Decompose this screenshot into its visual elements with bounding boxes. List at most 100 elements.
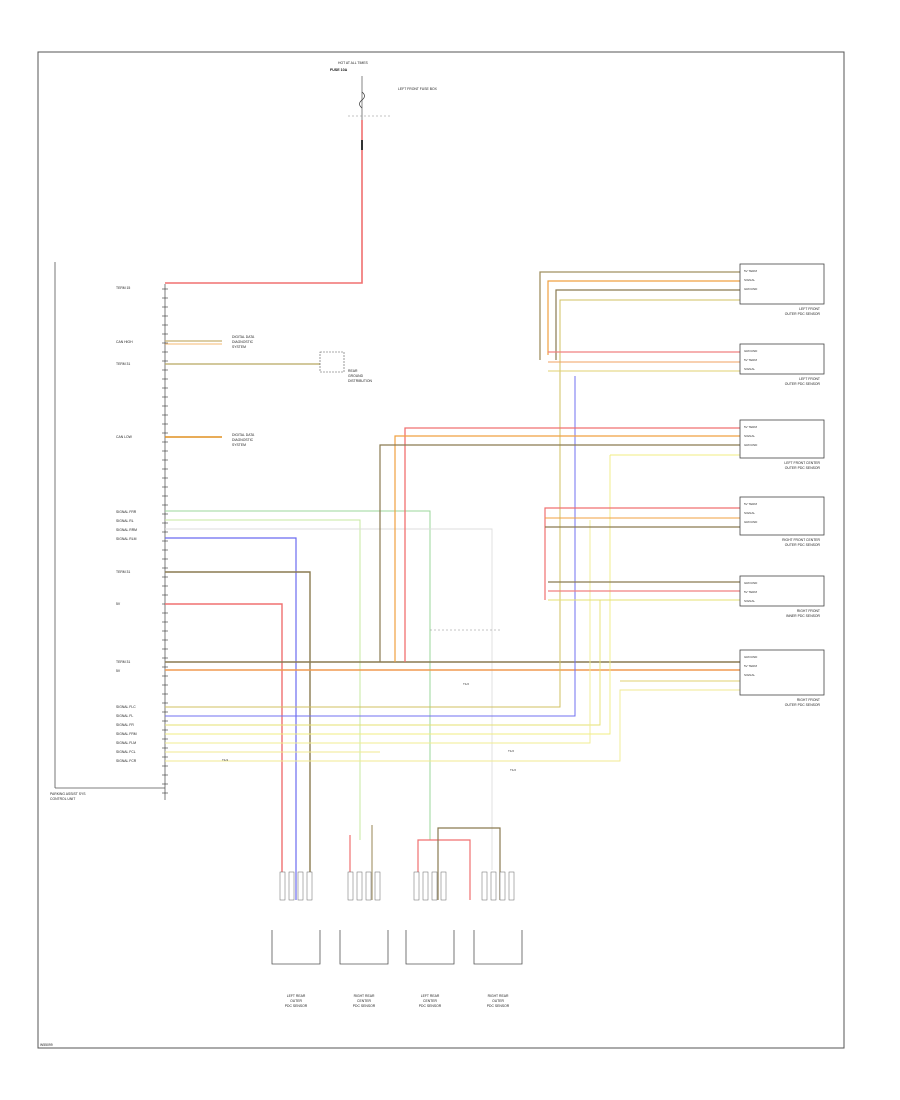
control-unit: PARKING ASSIST SYS CONTROL UNIT TERM 15C… xyxy=(50,262,168,801)
rear-sensor-title: RIGHT REAR xyxy=(354,994,375,998)
rear-sensor-lead xyxy=(413,871,420,901)
sensor-pin-label: 5V TERM xyxy=(744,664,757,668)
sensor-subtitle: OUTER PDC SENSOR xyxy=(785,703,821,707)
rear-sensor-bracket xyxy=(339,930,389,965)
fuse-label-2: FUSE 10A xyxy=(330,68,348,72)
pin-label: SIGNAL FCR xyxy=(116,759,137,763)
pin-label: SIGNAL FLC xyxy=(116,705,136,709)
rear-sensor-lead xyxy=(422,871,429,901)
pin-label: SIGNAL FRM xyxy=(116,732,137,736)
pin-label: TERM 15 xyxy=(116,286,130,290)
sensor-pin-label: SIGNAL xyxy=(744,278,755,282)
sensor-box xyxy=(739,496,825,536)
sensor-subtitle: OUTER PDC SENSOR xyxy=(785,382,821,386)
rear-sensor-pos: CENTER xyxy=(423,999,437,1003)
fuse-label-sub: LEFT FRONT FUSE BOX xyxy=(398,87,438,91)
fuse-block: HOT AT ALL TIMES FUSE 10A LEFT FRONT FUS… xyxy=(330,61,438,120)
rear-sensor-bracket xyxy=(405,930,455,965)
sensor-pin-label: SIGNAL xyxy=(744,434,755,438)
rear-sensor-type: PDC SENSOR xyxy=(285,1004,308,1008)
wire-signal-fcr xyxy=(165,689,740,762)
rear-sensor-lead xyxy=(306,871,313,901)
sensor-box xyxy=(739,575,825,607)
pin-label: CAN LOW xyxy=(116,435,133,439)
splice-label: T1/4 xyxy=(222,758,228,762)
pin-label: TERM 31 xyxy=(116,362,130,366)
wire-lr-center-red xyxy=(417,839,471,900)
pin-label: SIGNAL RL xyxy=(116,519,134,523)
sensor-pin-label: SIGNAL xyxy=(744,599,755,603)
control-unit-label-2: CONTROL UNIT xyxy=(50,797,75,801)
ground-connector-box xyxy=(319,351,345,373)
splice-label: T1/2 xyxy=(510,768,516,772)
rear-sensor-lead xyxy=(440,871,447,901)
sensor-title: RIGHT FRONT xyxy=(797,609,820,613)
rear-sensor-pos: OUTER xyxy=(290,999,302,1003)
sensor-title: RIGHT FRONT xyxy=(797,698,820,702)
wire-signal-rl xyxy=(165,519,361,840)
rear-sensor-bracket xyxy=(473,930,523,965)
side-note-line2: GROUND xyxy=(348,374,364,378)
wire-term15-red xyxy=(165,120,363,284)
wire-s3-5v xyxy=(404,427,740,662)
wire-s3-gnd xyxy=(379,444,740,662)
wire-signal-frr xyxy=(165,510,431,840)
sensor-pin-label: GROUND xyxy=(744,581,758,585)
pin-label: SIGNAL FLM xyxy=(116,741,136,745)
rear-sensor-bracket xyxy=(271,930,321,965)
splice-label: T1/2 xyxy=(463,682,469,686)
sensor-box xyxy=(739,649,825,696)
side-note-line2: DIAGNOSTIC xyxy=(232,340,254,344)
wire-s1-5v-or xyxy=(547,280,740,355)
sensor-title: RIGHT FRONT CENTER xyxy=(782,538,820,542)
wire-signal-rlm xyxy=(165,537,297,900)
sensor-pin-label: GROUND xyxy=(744,287,758,291)
side-note-line3: SYSTEM xyxy=(232,345,246,349)
pin-label: SIGNAL FRR xyxy=(116,510,137,514)
sensor-pin-label: 5V TERM xyxy=(744,358,757,362)
rear-sensor-type: PDC SENSOR xyxy=(487,1004,510,1008)
wire-signal-flm xyxy=(165,520,591,744)
side-note-line1: DIGITAL DATA xyxy=(232,335,255,339)
wire-signal-fl xyxy=(165,376,576,717)
rear-sensor-lead xyxy=(297,871,304,901)
pin-label: SIGNAL FL xyxy=(116,714,133,718)
wire-lr-center-brn xyxy=(437,827,501,900)
rear-sensor-pos: OUTER xyxy=(492,999,504,1003)
sensor-pin-label: GROUND xyxy=(744,349,758,353)
rear-sensor-lead xyxy=(356,871,363,901)
sensor-title: LEFT FRONT xyxy=(799,307,820,311)
diagram-frame xyxy=(37,51,845,1049)
rear-sensor-lead xyxy=(288,871,295,901)
rear-sensor-title: RIGHT REAR xyxy=(488,994,509,998)
pin-label: TERM 31 xyxy=(116,570,130,574)
rear-sensor-lead xyxy=(490,871,497,901)
wire-signal-flc xyxy=(165,299,740,708)
footer-code: W55099 xyxy=(40,1043,53,1047)
pin-label: 5V xyxy=(116,602,121,606)
side-note-line1: DIGITAL DATA xyxy=(232,433,255,437)
sensor-box xyxy=(739,419,825,459)
sensor-title: LEFT FRONT xyxy=(799,377,820,381)
rear-sensor-lead xyxy=(374,871,381,901)
pin-label: SIGNAL RRM xyxy=(116,528,137,532)
rear-sensor-lead xyxy=(431,871,438,901)
rear-sensor-type: PDC SENSOR xyxy=(419,1004,442,1008)
rear-sensor-pos: CENTER xyxy=(357,999,371,1003)
side-note-line3: SYSTEM xyxy=(232,443,246,447)
sensor-box xyxy=(739,263,825,305)
rear-sensor-title: LEFT REAR xyxy=(421,994,440,998)
